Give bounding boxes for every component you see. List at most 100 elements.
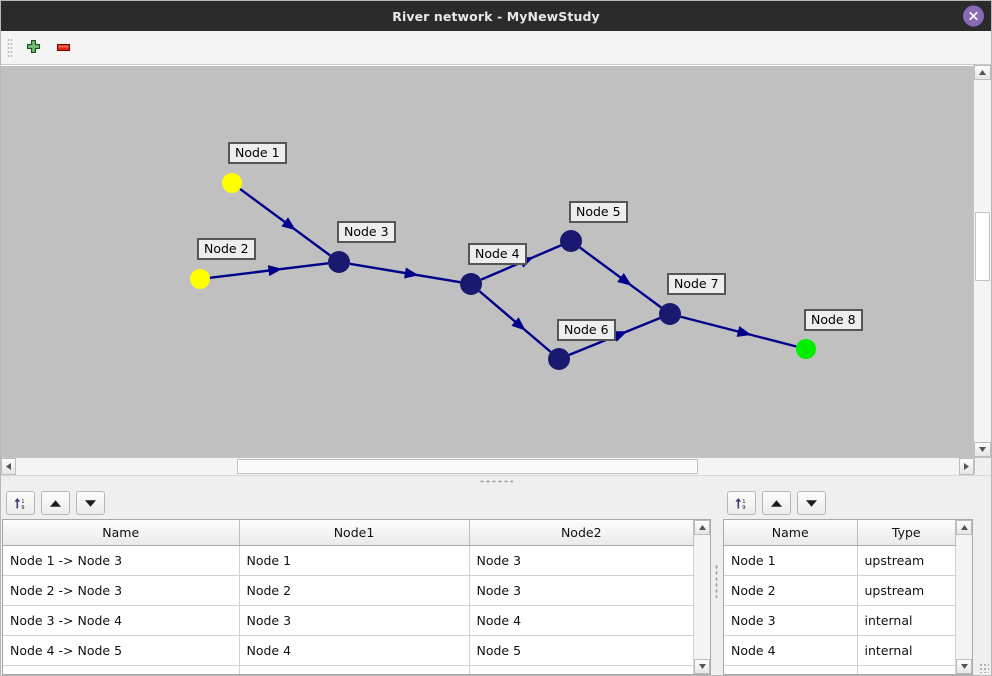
column-header-name[interactable]: Name bbox=[3, 520, 240, 546]
table-cell[interactable]: internal bbox=[857, 635, 956, 666]
network-node[interactable] bbox=[560, 230, 582, 252]
node-row-empty[interactable] bbox=[724, 665, 956, 674]
graph-horizontal-scrollbar[interactable] bbox=[1, 457, 974, 475]
table-cell[interactable]: Node 4 -> Node 5 bbox=[3, 635, 240, 666]
table-cell[interactable]: Node 2 bbox=[239, 575, 470, 606]
move-down-button[interactable] bbox=[797, 491, 826, 515]
nodes-vscroll-track[interactable] bbox=[956, 535, 972, 659]
table-cell[interactable]: Node 3 -> Node 4 bbox=[3, 605, 240, 636]
table-cell[interactable]: Node 3 bbox=[239, 605, 470, 636]
table-cell[interactable] bbox=[857, 665, 956, 674]
node-label-node-1[interactable]: Node 1 bbox=[228, 142, 287, 164]
node-label-node-8[interactable]: Node 8 bbox=[804, 309, 863, 331]
move-down-button[interactable] bbox=[76, 491, 105, 515]
scroll-down-arrow-icon[interactable] bbox=[974, 442, 991, 457]
graph-hscroll-track[interactable] bbox=[16, 458, 959, 475]
network-node[interactable] bbox=[222, 173, 242, 193]
graph-hscroll-row bbox=[1, 457, 991, 475]
graph-vscroll-thumb[interactable] bbox=[975, 212, 990, 281]
network-node[interactable] bbox=[328, 251, 350, 273]
graph-hscroll-thumb[interactable] bbox=[237, 459, 698, 474]
table-cell[interactable] bbox=[724, 665, 858, 674]
graph-vertical-scrollbar[interactable] bbox=[973, 65, 991, 457]
table-cell[interactable]: Node 1 bbox=[239, 545, 470, 576]
column-header-name[interactable]: Name bbox=[724, 520, 858, 546]
table-cell[interactable]: Node 4 bbox=[239, 635, 470, 666]
table-cell[interactable]: Node 5 bbox=[469, 635, 694, 666]
column-header-type[interactable]: Type bbox=[857, 520, 956, 546]
window-title: River network - MyNewStudy bbox=[392, 8, 600, 24]
nodes-vscroll-thumb[interactable] bbox=[956, 535, 972, 587]
graph-vscroll-track[interactable] bbox=[974, 80, 991, 442]
vertical-splitter[interactable] bbox=[711, 487, 722, 675]
node-label-node-3[interactable]: Node 3 bbox=[337, 221, 396, 243]
reaches-vscroll-track[interactable] bbox=[694, 535, 710, 659]
network-diagram-canvas[interactable]: Node 1 Node 2 Node 3 Node 4 Node 5 Node 6 Node… bbox=[1, 65, 973, 457]
scroll-up-arrow-icon[interactable] bbox=[956, 520, 972, 535]
network-node[interactable] bbox=[460, 273, 482, 295]
column-header-node1[interactable]: Node1 bbox=[239, 520, 470, 546]
scrollbar-corner bbox=[974, 457, 991, 474]
table-cell[interactable]: internal bbox=[857, 605, 956, 636]
sort-button[interactable]: 1 9 bbox=[727, 491, 756, 515]
move-up-button[interactable] bbox=[762, 491, 791, 515]
table-cell[interactable]: Node 4 bbox=[724, 635, 858, 666]
node-label-node-4[interactable]: Node 4 bbox=[468, 243, 527, 265]
reach-row-empty[interactable] bbox=[3, 665, 694, 674]
toolbar-grip[interactable] bbox=[7, 37, 13, 58]
window-resize-grip[interactable] bbox=[979, 663, 989, 673]
reaches-vertical-scrollbar[interactable] bbox=[694, 519, 711, 675]
table-cell[interactable] bbox=[3, 665, 240, 674]
table-cell[interactable]: upstream bbox=[857, 575, 956, 606]
delete-node-button[interactable] bbox=[48, 33, 78, 63]
node-label-node-5[interactable]: Node 5 bbox=[569, 201, 628, 223]
reaches-vscroll-thumb[interactable] bbox=[694, 535, 710, 587]
node-label-node-7[interactable]: Node 7 bbox=[667, 273, 726, 295]
table-cell[interactable]: Node 3 bbox=[469, 575, 694, 606]
table-cell[interactable] bbox=[239, 665, 470, 674]
table-cell[interactable]: Node 2 -> Node 3 bbox=[3, 575, 240, 606]
scroll-down-arrow-icon[interactable] bbox=[956, 659, 972, 674]
table-cell[interactable]: upstream bbox=[857, 545, 956, 576]
network-node[interactable] bbox=[659, 303, 681, 325]
node-label-node-6[interactable]: Node 6 bbox=[557, 319, 616, 341]
nodes-vertical-scrollbar[interactable] bbox=[956, 519, 973, 675]
table-cell[interactable]: Node 2 bbox=[724, 575, 858, 606]
network-node[interactable] bbox=[548, 348, 570, 370]
add-node-button[interactable] bbox=[18, 33, 48, 63]
table-cell[interactable]: Node 1 bbox=[724, 545, 858, 576]
table-cell[interactable]: Node 3 bbox=[724, 605, 858, 636]
sort-button[interactable]: 1 9 bbox=[6, 491, 35, 515]
network-node[interactable] bbox=[796, 339, 816, 359]
table-cell[interactable]: Node 3 bbox=[469, 545, 694, 576]
scroll-down-arrow-icon[interactable] bbox=[694, 659, 710, 674]
table-cell[interactable]: Node 1 -> Node 3 bbox=[3, 545, 240, 576]
table-cell[interactable] bbox=[469, 665, 694, 674]
network-edge[interactable] bbox=[579, 246, 662, 309]
scroll-left-arrow-icon[interactable] bbox=[1, 458, 16, 475]
edge-direction-arrow-icon bbox=[267, 265, 283, 277]
column-header-node2[interactable]: Node2 bbox=[469, 520, 694, 546]
network-node[interactable] bbox=[190, 269, 210, 289]
table-cell[interactable]: Node 4 bbox=[469, 605, 694, 636]
move-up-button[interactable] bbox=[41, 491, 70, 515]
horizontal-splitter[interactable] bbox=[1, 475, 991, 487]
scroll-right-arrow-icon[interactable] bbox=[959, 458, 974, 475]
scroll-up-arrow-icon[interactable] bbox=[974, 65, 991, 80]
scroll-up-arrow-icon[interactable] bbox=[694, 520, 710, 535]
close-icon[interactable] bbox=[963, 5, 984, 27]
node-label-node-2[interactable]: Node 2 bbox=[197, 238, 256, 260]
